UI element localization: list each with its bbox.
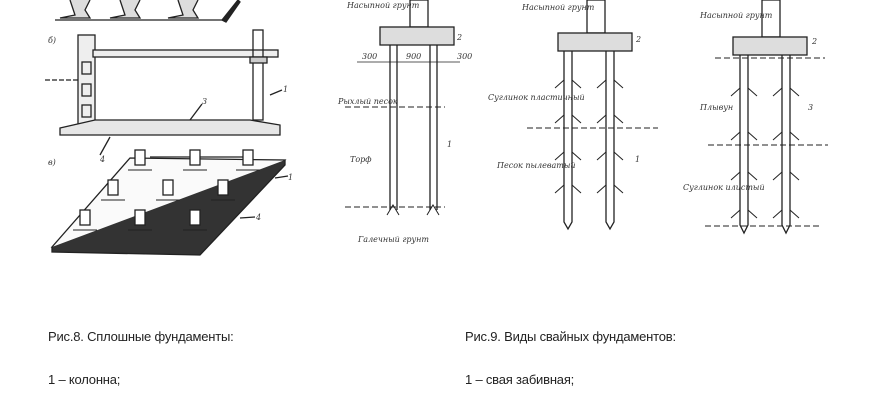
pile-a-bottom-soil: Галечный грунт [357, 235, 429, 244]
fig9-pile-foundation-c-drawing [705, 0, 828, 235]
pile-a-top-soil: Насыпной грунт [346, 1, 420, 10]
pile-a-label-2: 2 [456, 33, 462, 42]
fig8-strip-footing-drawing [55, 0, 241, 23]
pile-a-dim-mid: 900 [406, 52, 421, 61]
pile-c-layer1: Плывун [699, 103, 733, 112]
fig8-isometric-slab-drawing [50, 149, 289, 256]
fig8-slab-section-drawing [45, 29, 283, 156]
pile-c-label-3: 3 [808, 103, 813, 112]
pile-b-label-1: 1 [635, 155, 640, 164]
pile-c-label-2: 2 [811, 37, 817, 46]
fig9-pile-foundation-b-drawing [527, 0, 658, 231]
pile-a-layer2: Торф [350, 155, 372, 164]
pile-a-label-1: 1 [447, 140, 452, 149]
figure9-caption: Рис.9. Виды свайных фундаментов: [465, 329, 676, 344]
pile-c-layer2: Суглинок илистый [683, 183, 765, 192]
fig8-label-b: б) [48, 36, 56, 45]
fig8-label-1: 1 [283, 85, 288, 94]
foundation-drawings: б) в) 1 3 4 1 4 Насыпной грунт 2 300 900… [45, 0, 828, 256]
figure8-caption: Рис.8. Сплошные фундаменты: [48, 329, 234, 344]
fig8-label-v: в) [48, 158, 56, 167]
figure8-item-1: 1 – колонна; [48, 372, 121, 387]
pile-a-layer1: Рыхлый песок [337, 97, 398, 106]
pile-b-layer1: Суглинок пластичный [488, 93, 585, 102]
figure9-item-1: 1 – свая забивная; [465, 372, 575, 387]
pile-a-dim-right: 300 [457, 52, 472, 61]
fig8-label-3: 3 [202, 97, 207, 106]
pile-b-top-soil: Насыпной грунт [521, 3, 595, 12]
fig8-label-4: 4 [99, 155, 105, 164]
pile-a-dim-left: 300 [362, 52, 377, 61]
fig8-label-4b: 4 [255, 213, 261, 222]
pile-b-layer2: Песок пылеватый [496, 161, 576, 170]
pile-c-top-soil: Насыпной грунт [699, 11, 773, 20]
fig8-label-1b: 1 [288, 173, 293, 182]
pile-b-label-2: 2 [635, 35, 641, 44]
fig9-pile-foundation-a-drawing [345, 0, 460, 216]
